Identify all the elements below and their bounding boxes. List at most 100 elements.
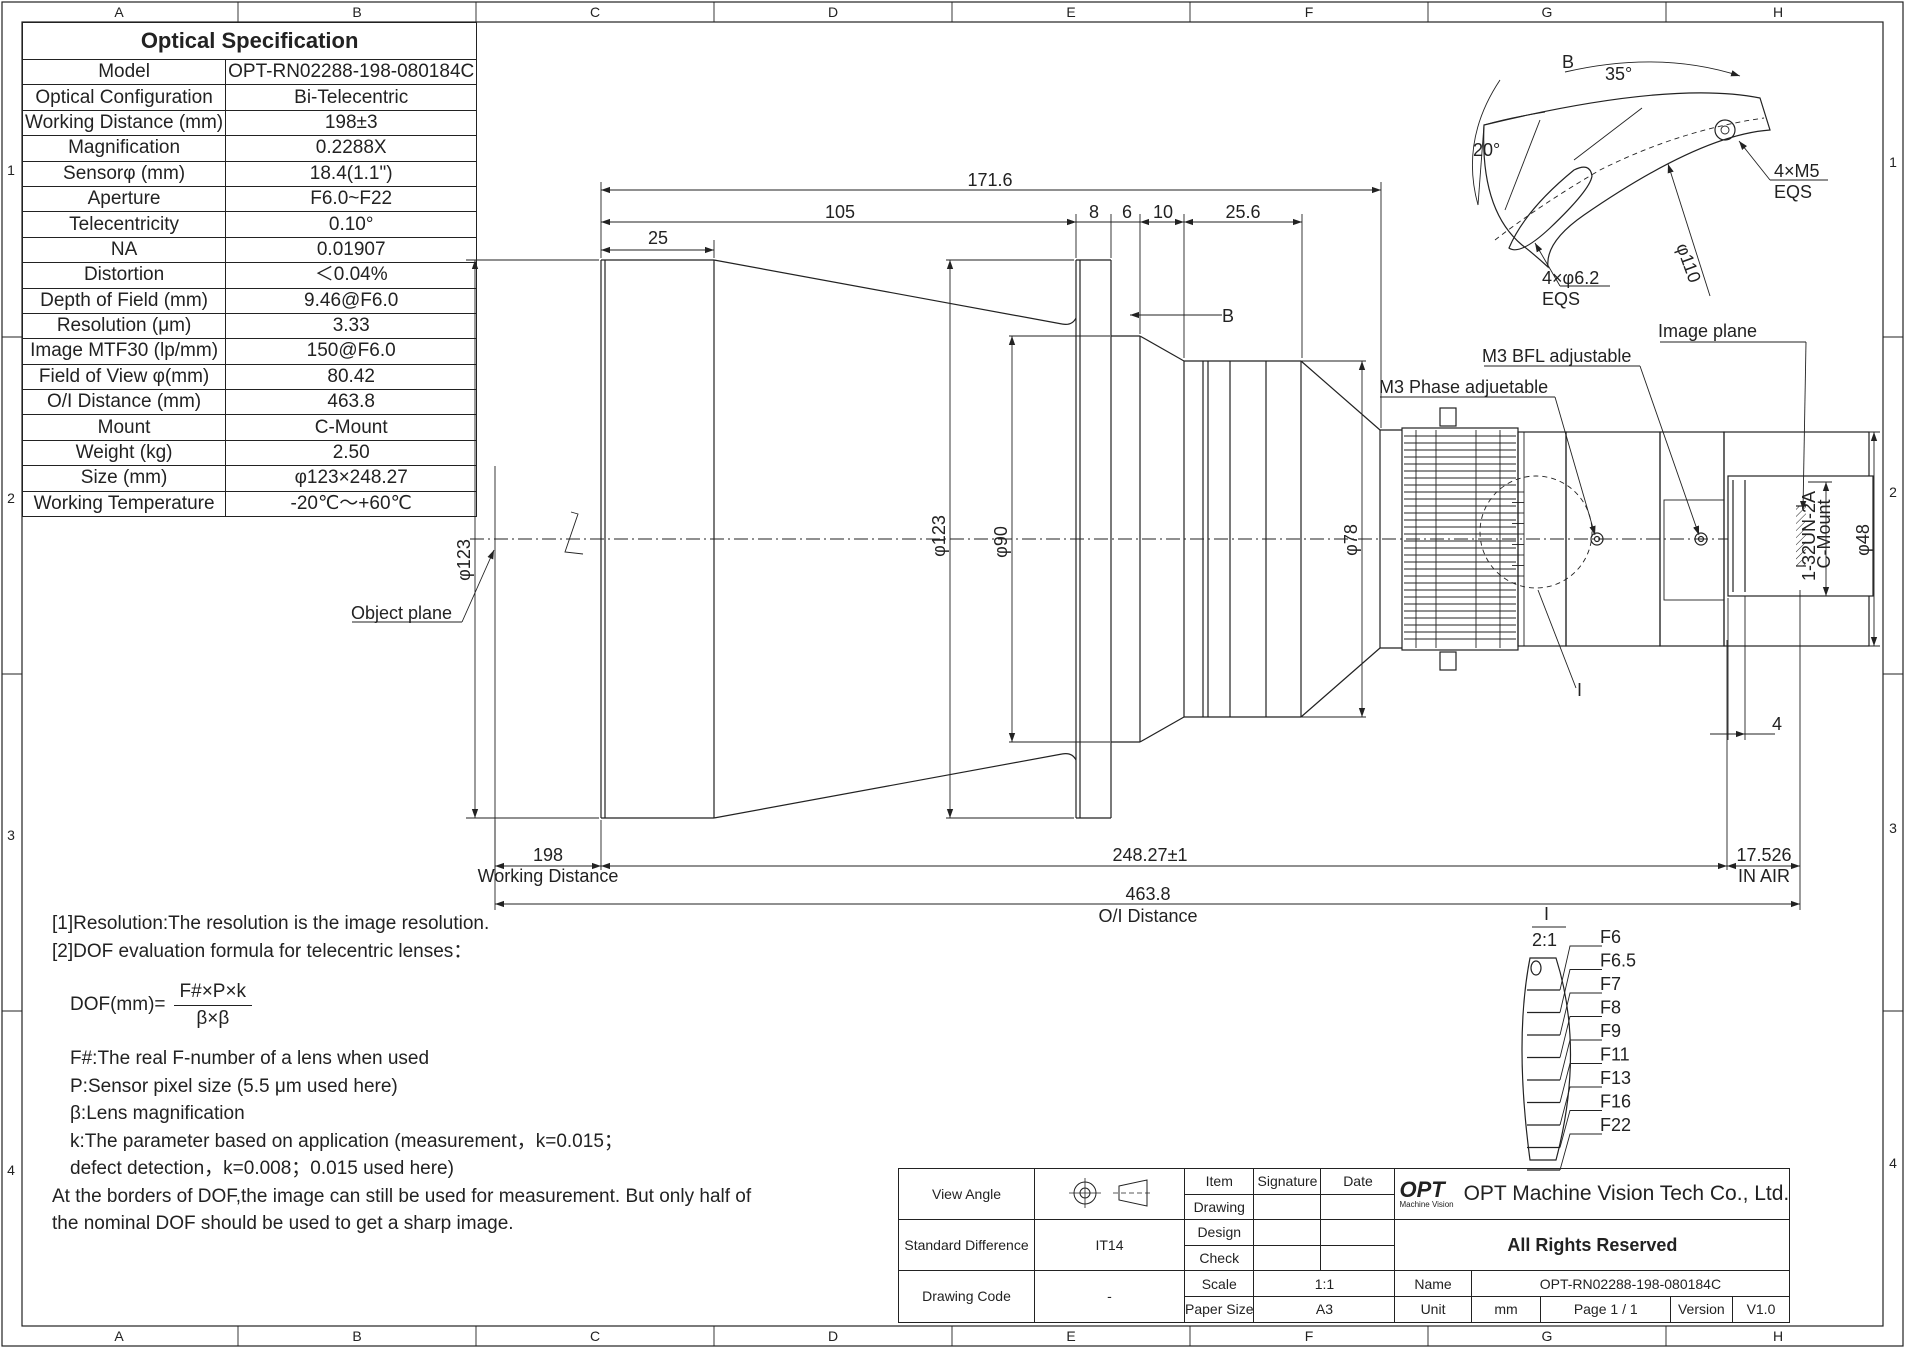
spec-row: Image MTF30 (lp/mm)150@F6.0	[21, 338, 478, 365]
bottom-dimensions	[494, 590, 1801, 910]
col-label-a-bottom: A	[114, 1328, 124, 1344]
std-diff-value: IT14	[1034, 1219, 1185, 1272]
name-label: Name	[1394, 1270, 1472, 1297]
spec-row: Working Temperature-20℃～+60℃	[21, 490, 478, 518]
callout-leaders	[352, 341, 1807, 689]
lens-side-view: 171.6 105 25 8 6 10 25.6 B φ123	[351, 170, 1880, 926]
f-stop-label: F22	[1600, 1115, 1631, 1135]
bfl-adjust-label: M3 BFL adjustable	[1482, 346, 1631, 366]
dim-phi48: φ48	[1853, 524, 1873, 556]
note-line-k2: defect detection，k=0.008；0.015 used here…	[70, 1158, 454, 1179]
f-stop-label: F7	[1600, 974, 1621, 994]
dof-formula: DOF(mm)= F#×P×k β×β	[52, 965, 751, 1045]
notes-block: [1]Resolution:The resolution is the imag…	[52, 910, 751, 1238]
note-line-pixel: P:Sensor pixel size (5.5 μm used here)	[70, 1075, 398, 1097]
f-stop-leader	[1559, 992, 1602, 1036]
aperture-ring	[1380, 407, 1725, 671]
drawing-row-label: Drawing	[1183, 1193, 1255, 1221]
note-line-fnum: F#:The real F-number of a lens when used	[70, 1048, 430, 1069]
col-label-h-bottom: H	[1773, 1328, 1783, 1344]
detail-i-marker: I	[1577, 680, 1582, 700]
spec-value: 0.2288X	[225, 135, 478, 162]
scale-value: 1:1	[1253, 1270, 1396, 1297]
image-plane-label: Image plane	[1658, 321, 1757, 341]
dim-8: 8	[1089, 202, 1099, 222]
dim-phi78: φ78	[1341, 524, 1361, 556]
dia-110-label: φ110	[1672, 241, 1705, 286]
spec-value: 0.01907	[225, 236, 478, 264]
spec-row: Resolution (μm)3.33	[21, 312, 478, 340]
f-stop-leader	[1559, 1063, 1602, 1103]
spec-value: 2.50	[225, 439, 478, 467]
col-label-g-bottom: G	[1542, 1328, 1553, 1344]
company-name: OPT Machine Vision Tech Co., Ltd.	[1463, 1182, 1790, 1206]
spec-key: O/I Distance (mm)	[21, 389, 227, 416]
dim-6: 6	[1122, 202, 1132, 222]
version-value: V1.0	[1731, 1295, 1791, 1323]
f-stop-label: F11	[1600, 1045, 1630, 1065]
col-label-c: C	[590, 4, 600, 20]
spec-row: Size (mm)φ123×248.27	[21, 465, 478, 492]
dim-phi90: φ90	[991, 526, 1011, 558]
col-label-c-bottom: C	[590, 1328, 600, 1344]
row-label-2-right: 2	[1889, 484, 1897, 500]
spec-value: 3.33	[225, 312, 478, 340]
working-distance-label: Working Distance	[478, 866, 619, 886]
row-label-3-right: 3	[1889, 820, 1897, 836]
date-header: Date	[1320, 1168, 1396, 1195]
m5-eqs-label: EQS	[1774, 182, 1812, 202]
spec-value: OPT-RN02288-198-080184C	[225, 58, 478, 86]
note-line-beta: β:Lens magnification	[70, 1103, 245, 1124]
spec-value: 18.4(1.1")	[225, 160, 478, 187]
formula-numerator: F#×P×k	[173, 979, 253, 1006]
hole-eqs-label: EQS	[1542, 289, 1580, 309]
paper-label: Paper Size	[1183, 1295, 1255, 1323]
unit-label: Unit	[1394, 1295, 1472, 1323]
spec-key: Working Temperature	[21, 490, 227, 518]
dim-cmount: C-Mount	[1814, 499, 1834, 568]
spec-key: Mount	[21, 414, 227, 441]
col-label-a: A	[114, 4, 124, 20]
f-stop-label: F9	[1600, 1021, 1621, 1041]
angle-35: 35°	[1605, 64, 1632, 84]
spec-row: Field of View φ(mm)80.42	[21, 363, 478, 391]
spec-key: Weight (kg)	[21, 439, 227, 467]
spec-title: Optical Specification	[21, 22, 478, 60]
f-stop-leader	[1559, 1133, 1602, 1171]
dim-10: 10	[1153, 202, 1173, 222]
col-label-e-bottom: E	[1066, 1328, 1075, 1344]
f-stop-leader	[1559, 1016, 1602, 1058]
check-row-label: Check	[1183, 1244, 1255, 1272]
view-angle-label: View Angle	[898, 1167, 1035, 1221]
spec-row: Weight (kg)2.50	[21, 439, 478, 467]
spec-key: Distortion	[21, 262, 227, 289]
spec-value: 150@F6.0	[225, 338, 478, 365]
item-header: Item	[1183, 1168, 1255, 1195]
dim-25: 25	[648, 228, 668, 248]
spec-key: Depth of Field (mm)	[21, 287, 227, 314]
spec-key: Model	[21, 58, 227, 86]
spec-row: Working Distance (mm)198±3	[21, 109, 478, 137]
rear-mount	[1723, 431, 1874, 647]
note-line-border: At the borders of DOF,the image can stil…	[52, 1185, 752, 1207]
unit-value: mm	[1470, 1295, 1542, 1323]
f-stop-leader	[1559, 945, 1602, 991]
dim-248-27: 248.27±1	[1113, 845, 1188, 865]
dim-phi123-left: φ123	[454, 539, 474, 581]
col-label-h: H	[1773, 4, 1783, 20]
angle-20: 20°	[1473, 140, 1500, 160]
col-label-f-bottom: F	[1305, 1328, 1314, 1344]
spec-key: NA	[21, 236, 227, 264]
title-block: View Angle Item Signature Date OPT Machi…	[898, 1167, 1791, 1323]
view-angle-symbol	[1034, 1167, 1185, 1221]
design-row-label: Design	[1183, 1219, 1255, 1246]
dim-thread: 1-32UN-2A	[1799, 491, 1819, 581]
signature-header: Signature	[1253, 1168, 1322, 1195]
spec-key: Resolution (μm)	[21, 312, 227, 340]
dim-198: 198	[533, 845, 563, 865]
formula-lhs: DOF(mm)=	[70, 994, 166, 1016]
spec-value: 0.10°	[225, 211, 478, 238]
